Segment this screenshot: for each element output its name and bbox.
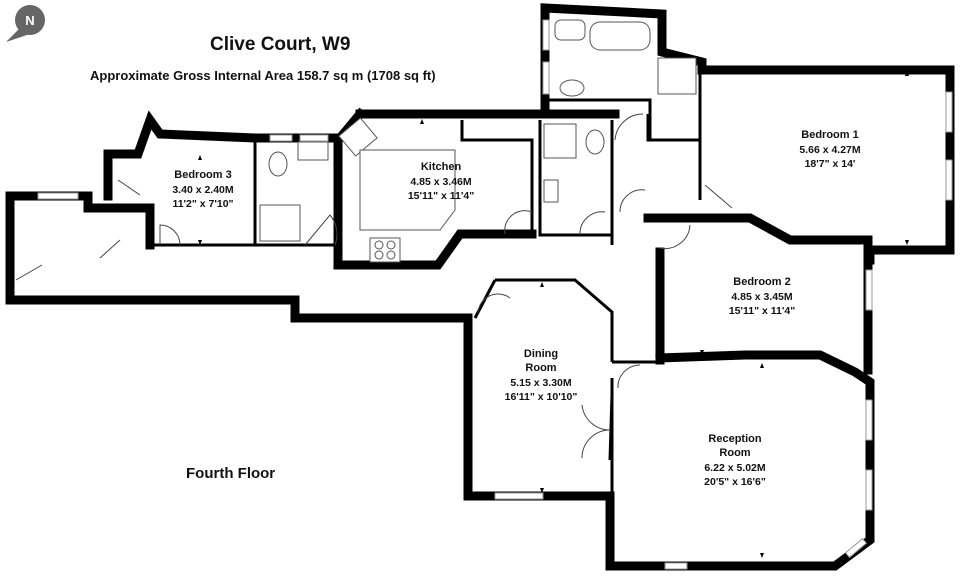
toilet-icon [559, 79, 585, 97]
room-name-line2: Room [525, 362, 556, 374]
toilet-icon [268, 151, 288, 177]
bathtub-icon [589, 21, 651, 51]
room-bedroom-1: Bedroom 1 5.66 x 4.27M 18'7" x 14' [799, 129, 861, 170]
basin-icon [554, 19, 586, 41]
interior-walls [150, 70, 702, 496]
room-metric: 5.15 x 3.30M [510, 377, 572, 389]
basin-icon [297, 141, 329, 161]
toilet-icon [585, 129, 605, 155]
room-imperial: 16'11" x 10'10" [505, 391, 578, 403]
room-reception: Reception Room 6.22 x 5.02M 20'5" x 16'6… [704, 433, 766, 488]
room-bedroom-2: Bedroom 2 4.85 x 3.45M 15'11" x 11'4" [729, 276, 795, 317]
room-name: Bedroom 3 [174, 169, 231, 181]
shower-icon [259, 204, 301, 242]
room-name: Bedroom 1 [801, 129, 858, 141]
room-kitchen: Kitchen 4.85 x 3.46M 15'11" x 11'4" [408, 161, 474, 202]
measure-ticks [198, 71, 909, 558]
compass-letter: N [25, 13, 34, 28]
room-imperial: 18'7" x 14' [805, 158, 856, 170]
windows [37, 19, 953, 570]
room-imperial: 15'11" x 11'4" [729, 305, 795, 317]
room-name-line1: Dining [524, 348, 558, 360]
room-imperial: 20'5" x 16'6" [704, 476, 766, 488]
room-metric: 6.22 x 5.02M [704, 462, 766, 474]
plan-title: Clive Court, W9 [210, 34, 350, 55]
shower-tray-icon [543, 123, 577, 159]
room-imperial: 11'2" x 7'10" [172, 198, 233, 210]
hob-icon [369, 237, 401, 263]
doors [15, 113, 733, 459]
compass-icon: N [6, 5, 45, 42]
area-summary: Approximate Gross Internal Area 158.7 sq… [90, 68, 436, 83]
room-name-line2: Room [719, 447, 750, 459]
room-metric: 4.85 x 3.46M [410, 176, 472, 188]
room-name: Kitchen [421, 161, 462, 173]
sink-icon [338, 117, 378, 157]
room-bedroom-3: Bedroom 3 3.40 x 2.40M 11'2" x 7'10" [172, 169, 234, 210]
fixtures [259, 19, 697, 263]
room-metric: 5.66 x 4.27M [799, 144, 861, 156]
basin-icon [543, 179, 559, 203]
room-imperial: 15'11" x 11'4" [408, 190, 474, 202]
room-metric: 4.85 x 3.45M [731, 291, 793, 303]
floor-label: Fourth Floor [186, 465, 275, 482]
room-name: Bedroom 2 [733, 276, 790, 288]
room-name-line1: Reception [708, 433, 761, 445]
room-metric: 3.40 x 2.40M [172, 184, 234, 196]
room-dining: Dining Room 5.15 x 3.30M 16'11" x 10'10" [505, 348, 578, 403]
exterior-walls [5, 3, 955, 571]
shower-icon [657, 57, 697, 95]
